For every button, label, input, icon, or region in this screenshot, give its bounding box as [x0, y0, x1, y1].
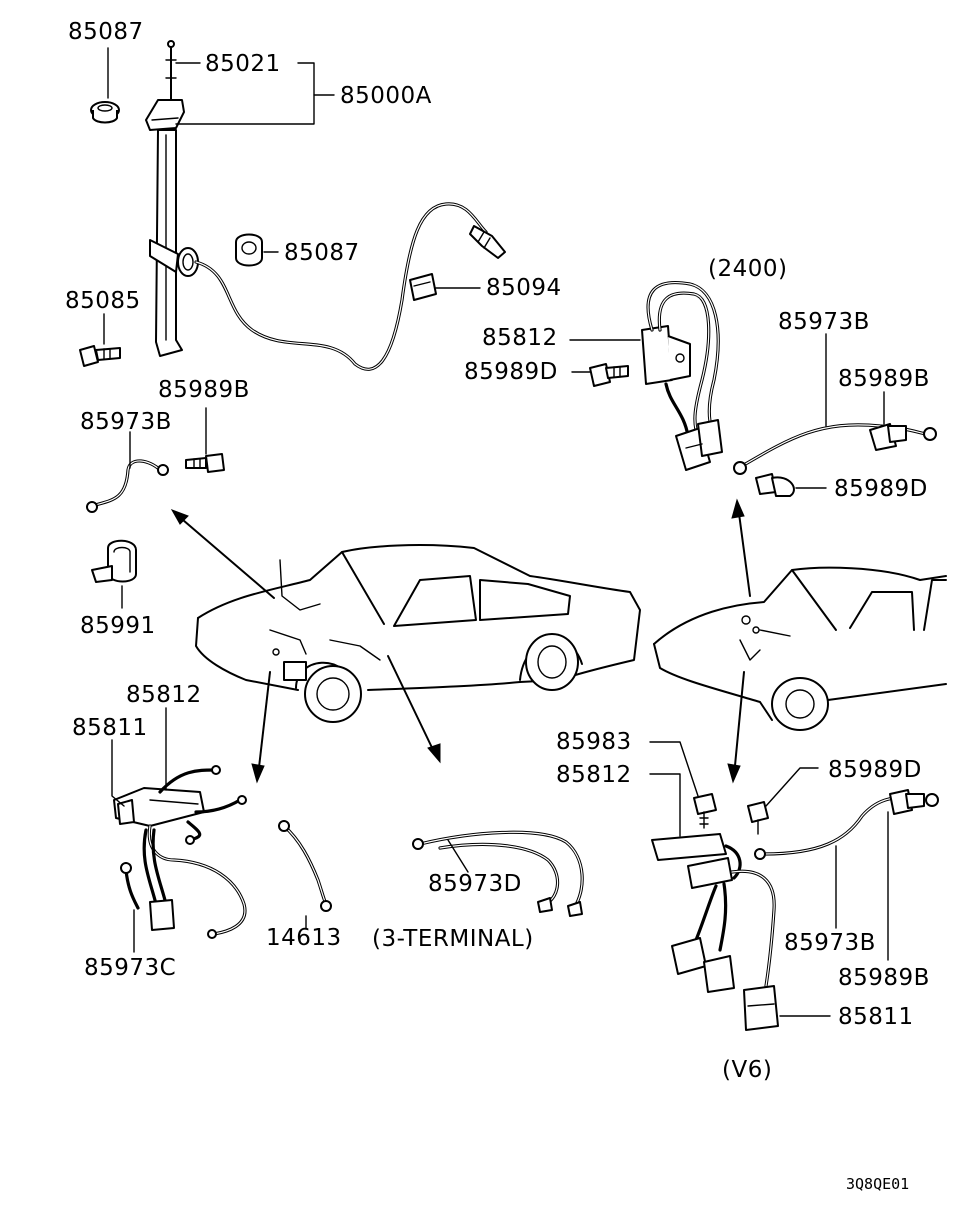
label-v6-variant: (V6) [722, 1057, 773, 1083]
label-85973d: 85973D [428, 871, 522, 897]
label-85989b-v6: 85989B [838, 965, 930, 991]
bolt-85989b-left [185, 453, 225, 473]
label-85973b-v6: 85973B [784, 930, 876, 956]
label-85087-mid: 85087 [284, 240, 360, 266]
connectors-v6 [671, 937, 779, 1031]
label-85989d-2400: 85989D [464, 359, 558, 385]
label-85812-lower: 85812 [126, 682, 202, 708]
antenna-cable [194, 202, 506, 371]
noise-filter-85812-2400 [641, 281, 723, 471]
label-85085: 85085 [65, 288, 141, 314]
car-right-outline [653, 566, 947, 731]
label-85991: 85991 [80, 613, 156, 639]
label-85094: 85094 [486, 275, 562, 301]
label-85812-2400: 85812 [482, 325, 558, 351]
grommet-85087-mid [235, 233, 263, 267]
harness-85973d [412, 830, 584, 917]
label-85973b-2400: 85973B [778, 309, 870, 335]
label-85989b-left: 85989B [158, 377, 250, 403]
bolt-85989b-2400 [869, 423, 907, 451]
label-85973b-left: 85973B [80, 409, 172, 435]
label-85983: 85983 [556, 729, 632, 755]
bolt-85983 [693, 793, 717, 829]
label-3-terminal: (3-TERMINAL) [372, 926, 534, 952]
figure-code: 3Q8QE01 [846, 1175, 910, 1193]
antenna-assembly [145, 40, 199, 357]
bolt-85989d-v6 [747, 801, 769, 835]
label-85811-v6: 85811 [838, 1004, 914, 1030]
bolt-85989b-v6 [889, 789, 925, 815]
bolt-85989d-2400b [755, 473, 795, 497]
label-85000a: 85000A [340, 83, 432, 109]
leader-arrows [170, 498, 751, 784]
ground-wire-85973b-2400 [733, 423, 937, 475]
label-14613: 14613 [266, 925, 342, 951]
label-85989d-2400b: 85989D [834, 476, 928, 502]
car-left-outline [195, 544, 641, 723]
harness-85973c [120, 824, 247, 939]
noise-filter-85812-lower [113, 765, 247, 845]
label-85021: 85021 [205, 51, 281, 77]
noise-filter-85812-v6 [651, 833, 776, 988]
ground-strap-14613 [278, 820, 332, 912]
label-85989b-2400: 85989B [838, 366, 930, 392]
label-2400-variant: (2400) [708, 256, 788, 282]
clamp-85991 [91, 539, 137, 583]
bolt-85989d-2400 [589, 363, 629, 387]
grommet-85087-top [90, 101, 120, 124]
label-85812-v6: 85812 [556, 762, 632, 788]
label-85973c: 85973C [84, 955, 177, 981]
label-leaders [103, 47, 889, 1017]
ground-wire-85973b-left [86, 459, 169, 513]
label-85989d-v6: 85989D [828, 757, 922, 783]
label-85811-lower: 85811 [72, 715, 148, 741]
label-85087-top: 85087 [68, 19, 144, 45]
bolt-85085 [79, 345, 121, 367]
